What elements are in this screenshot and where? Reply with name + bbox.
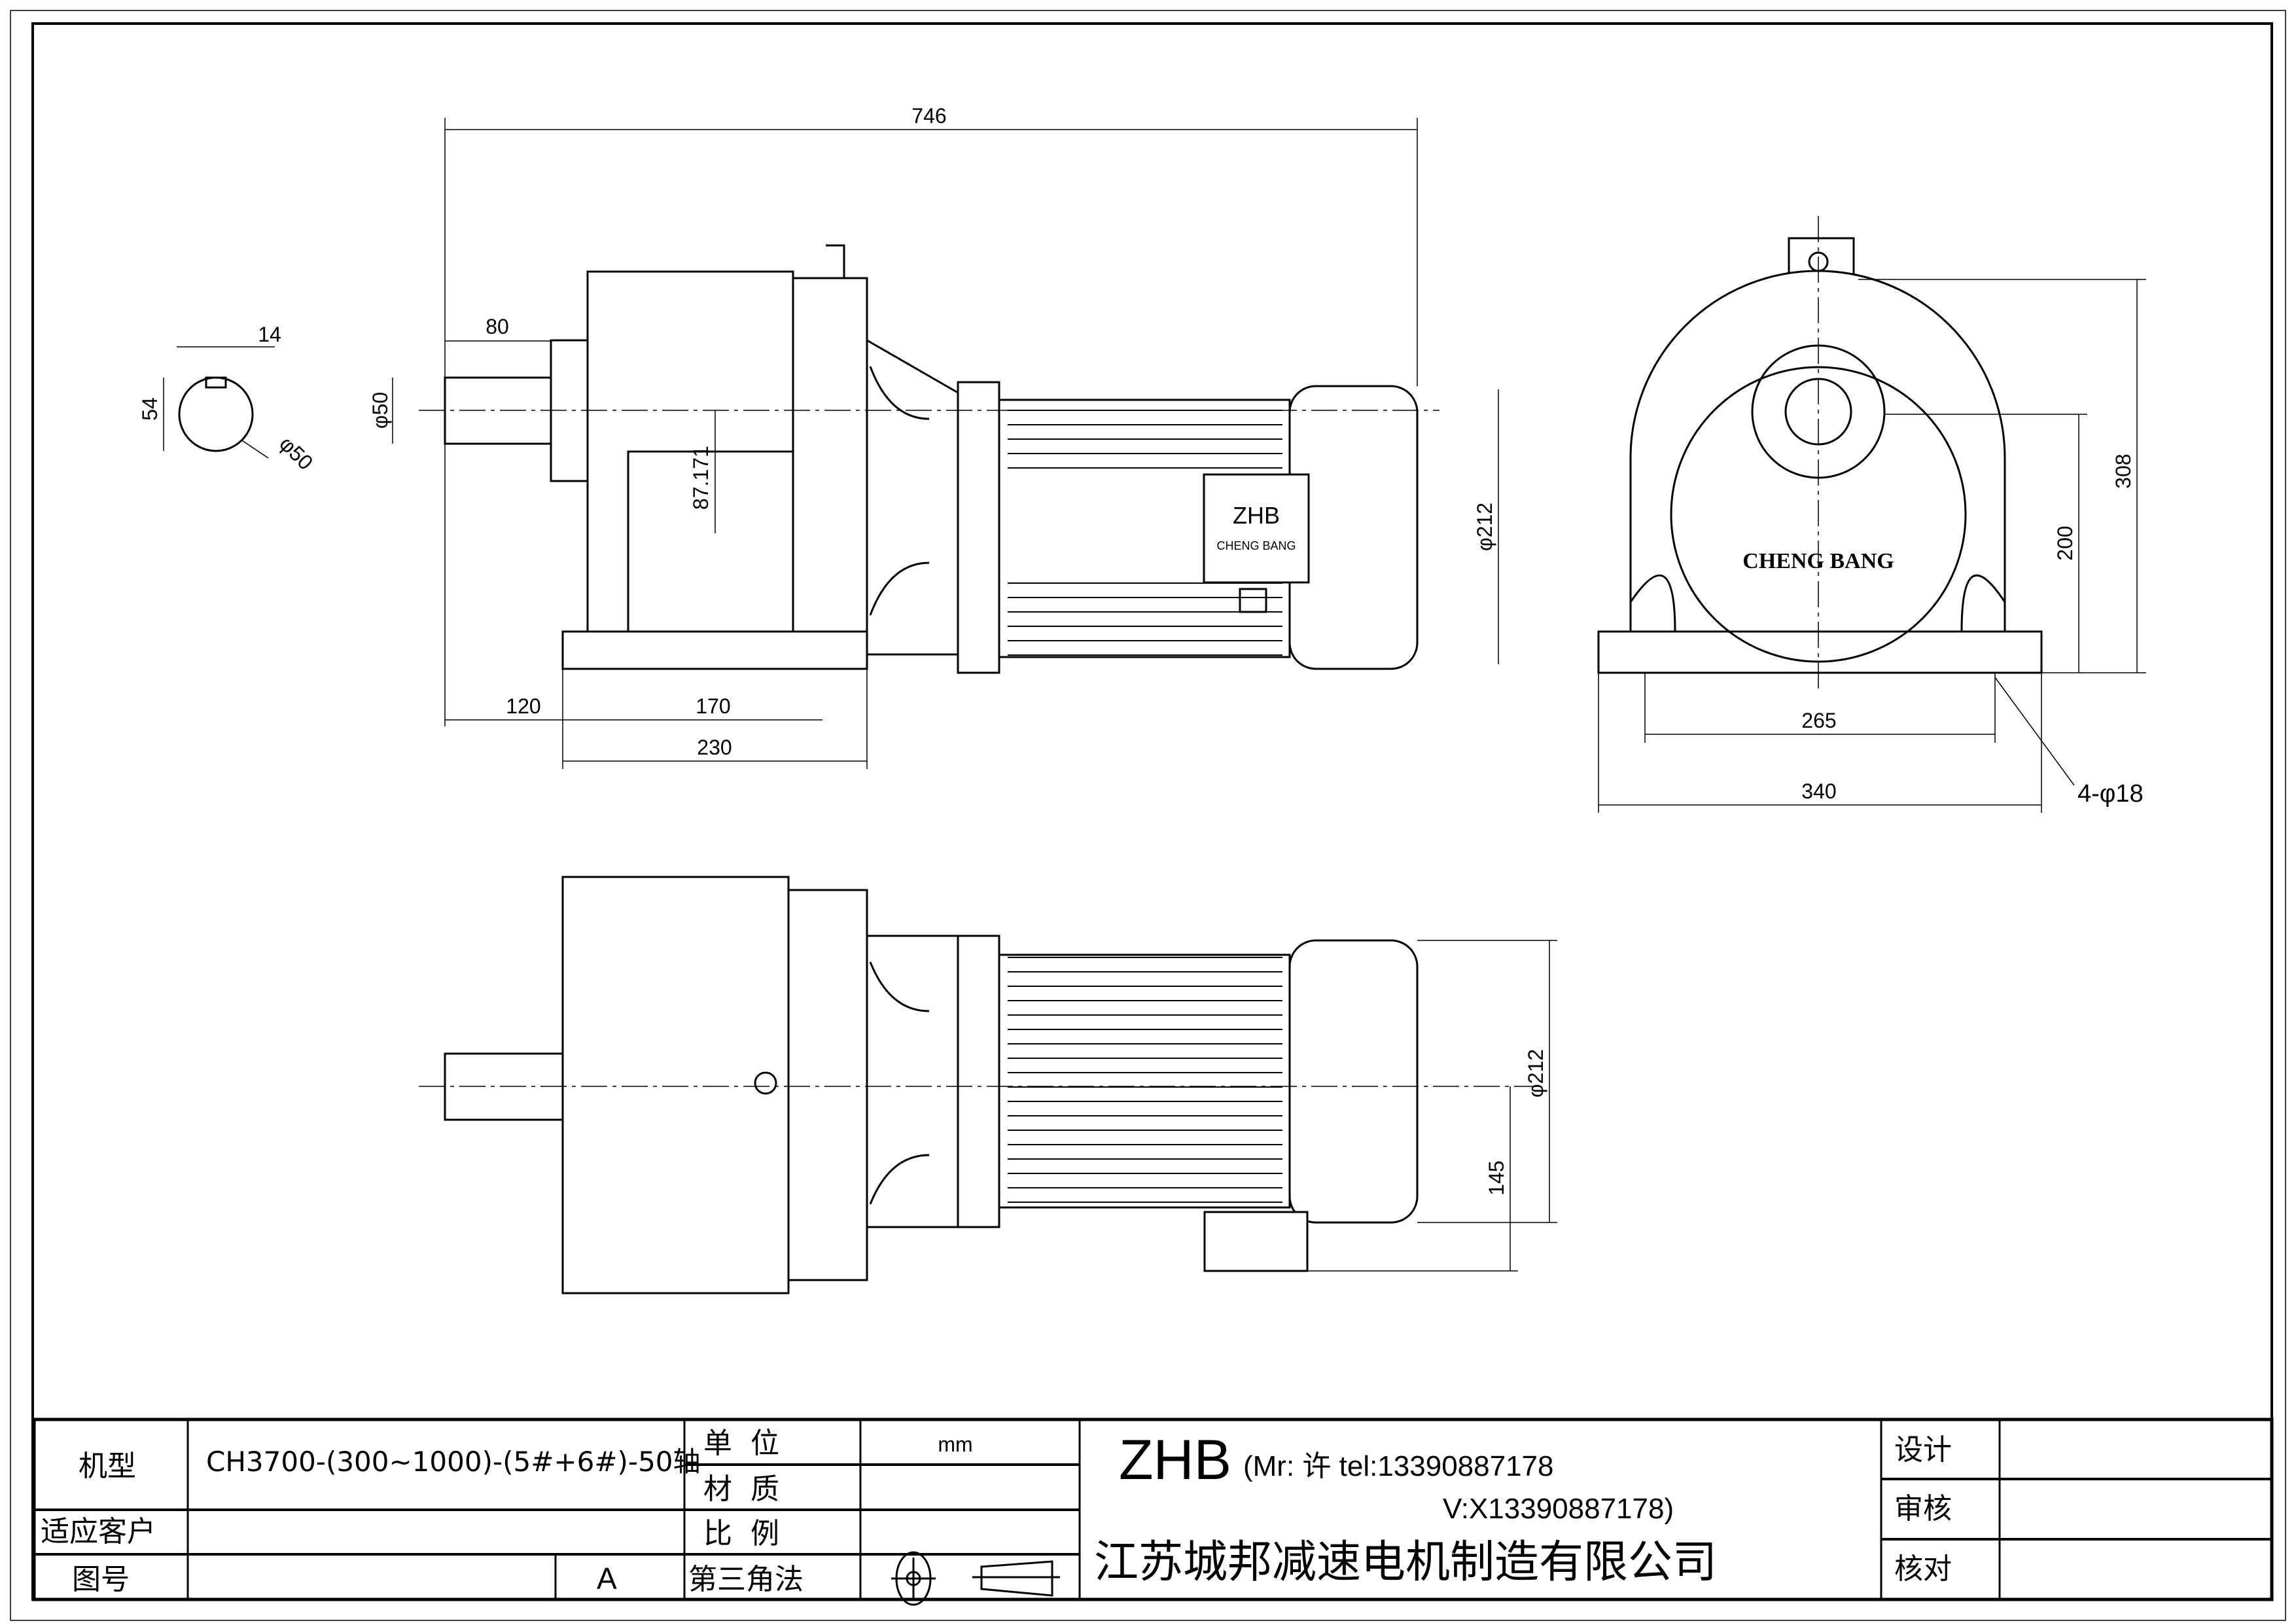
scale-label: 比 例: [703, 1517, 779, 1550]
dim-section-dia: φ50: [275, 432, 317, 474]
unit-label: 单 位: [703, 1427, 779, 1460]
contact-wechat: V:X13390887178): [1443, 1493, 1674, 1525]
contact-tel: (Mr: 许 tel:13390887178: [1243, 1450, 1554, 1482]
dim-mount-holes: 4-φ18: [2077, 780, 2144, 808]
drawing-no-label: 图号: [72, 1563, 130, 1596]
unit-value: mm: [938, 1433, 972, 1456]
bottom-view: [419, 876, 1538, 1294]
design-label: 设计: [1894, 1433, 1952, 1467]
dim-hole-spacing: 170: [696, 694, 730, 718]
dim-key-height: 54: [138, 397, 162, 421]
material-label: 材 质: [703, 1472, 779, 1506]
dim-overall-length: 746: [911, 104, 946, 128]
motor-flange: [957, 381, 1000, 674]
dim-base-offset: 120: [506, 694, 540, 718]
terminal-gland: [1239, 588, 1267, 613]
dim-total-height: 308: [2111, 454, 2135, 488]
dim-motor-dia: φ212: [1473, 503, 1496, 551]
company-name: 江苏城邦减速电机制造有限公司: [1094, 1537, 1717, 1588]
dim-bottom-motor-dia: φ212: [1524, 1049, 1547, 1097]
model-value: CH3700-(300~1000)-(5#+6#)-50轴: [206, 1446, 701, 1478]
side-view: CHENG BANG: [1597, 216, 2043, 694]
model-label: 机型: [79, 1450, 136, 1483]
dim-side-hole-spacing: 265: [1801, 709, 1836, 732]
nameplate-brand: CHENG BANG: [1216, 539, 1296, 552]
drawing-frame: [31, 22, 2273, 1601]
dim-shaft-length: 80: [486, 315, 509, 338]
dim-terminal-offset: 145: [1485, 1160, 1508, 1195]
third-angle-projection-symbol: [891, 1551, 1060, 1606]
bottom-fan-cover: [1288, 939, 1419, 1224]
sheet-border: [10, 10, 2286, 1621]
nameplate: [1203, 473, 1310, 584]
shaft-section: 14 54 φ50: [138, 323, 317, 474]
revision-value: A: [597, 1561, 617, 1596]
title-block: 机型 CH3700-(300~1000)-(5#+6#)-50轴 适应客户 图号…: [32, 1418, 2274, 1606]
lifting-lug: [1788, 237, 1855, 279]
dim-shaft-height: 87.171: [689, 446, 713, 510]
dim-key-width: 14: [258, 323, 281, 346]
dim-base-width: 340: [1801, 779, 1836, 803]
side-housing: [1629, 270, 2006, 632]
motor-outline: [1670, 366, 1967, 663]
dim-shaft-dia: φ50: [368, 392, 392, 429]
review-label: 审核: [1894, 1492, 1952, 1525]
side-base: [1597, 630, 2043, 674]
dim-base-length: 230: [697, 736, 732, 759]
lifting-lug: [826, 244, 845, 278]
front-dimensions: 746 80 φ50 87.171 φ212 120 170 230: [368, 104, 1499, 769]
projection-label: 第三角法: [688, 1563, 804, 1596]
terminal-box: [1203, 1211, 1309, 1272]
side-dimensions: 308 200 265 340 4-φ18: [1598, 279, 2146, 813]
gearbox-flange: [792, 277, 868, 633]
brand-logo-text: ZHB: [1119, 1429, 1231, 1491]
gearbox-base: [561, 630, 868, 670]
front-view: ZHB CHENG BANG: [419, 244, 1439, 674]
nameplate-logo: ZHB: [1233, 502, 1280, 529]
bottom-dimensions: φ212 145: [1307, 940, 1557, 1272]
customer-label: 适应客户: [41, 1515, 156, 1548]
check-label: 核对: [1894, 1552, 1952, 1586]
bottom-motor-flange: [957, 935, 1000, 1228]
dim-center-height: 200: [2053, 526, 2077, 560]
